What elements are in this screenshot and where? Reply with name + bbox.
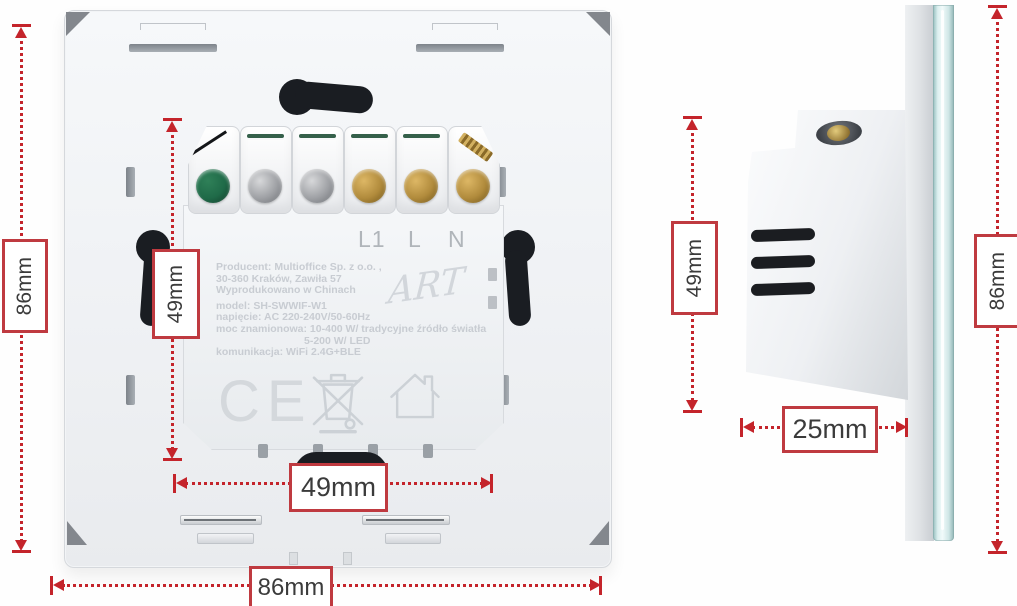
- side-view-frame: [905, 5, 934, 541]
- clip-slot: [126, 167, 135, 197]
- ce-mark: CE: [218, 369, 313, 434]
- module-bottom-notch: [258, 444, 268, 458]
- dimension-value: 49mm: [164, 264, 187, 324]
- label-line-address: 30-360 Kraków, Zawiła 57: [216, 272, 342, 285]
- terminal: [240, 126, 292, 214]
- label-line-power-led: 5-200 W/ LED: [304, 334, 371, 347]
- vent-slot: [416, 44, 504, 52]
- terminal-l1: [344, 126, 396, 214]
- dimension-value: 86mm: [13, 256, 36, 316]
- side-vent-slot: [750, 227, 816, 243]
- dimension-value: 86mm: [985, 251, 1009, 311]
- glass-highlight: [941, 10, 944, 530]
- frame-slot: [197, 533, 254, 544]
- clip-slot: [500, 375, 509, 405]
- frame-slot: [362, 515, 450, 525]
- dimension-value: 25mm: [792, 414, 868, 444]
- terminal-screw-silver: [248, 169, 282, 203]
- label-line-model: model: SH-SWWIF-W1: [216, 299, 327, 312]
- wire-slot: [403, 134, 440, 138]
- terminal-screw-silver: [300, 169, 334, 203]
- mount-tab-mark: [432, 23, 498, 30]
- terminal-screw-brass: [404, 169, 438, 203]
- house-icon: [390, 373, 440, 419]
- module-edge-notch: [488, 268, 497, 281]
- terminal-ground: [188, 126, 240, 214]
- frame-slot: [180, 515, 262, 525]
- side-vent-slot: [750, 254, 816, 270]
- module-bottom-notch: [423, 444, 433, 458]
- label-line-voltage: napięcie: AC 220-240V/50-60Hz: [216, 311, 371, 324]
- terminal-label-l1: L1: [358, 226, 386, 252]
- terminal-label-l: L: [408, 226, 422, 252]
- weee-bin-icon: [312, 373, 364, 434]
- label-line-producer: Producent: Multioffice Sp. z o.o. ,: [216, 261, 382, 273]
- module-bottom-notch: [313, 444, 323, 458]
- dimension-value: 86mm: [257, 573, 325, 601]
- wire-slot: [247, 134, 284, 138]
- terminal-screw-brass: [456, 169, 490, 203]
- frame-notch: [289, 552, 298, 565]
- module-edge-notch: [488, 296, 497, 309]
- terminal-screw-green: [196, 169, 230, 203]
- module-bottom-notch: [368, 444, 378, 458]
- terminal-l: [396, 126, 448, 214]
- frame-notch: [343, 552, 352, 565]
- dimension-value: 49mm: [300, 472, 376, 502]
- terminal-label-n: N: [448, 226, 466, 252]
- clip-slot: [497, 167, 506, 197]
- dimension-value: 49mm: [682, 238, 706, 298]
- device-label: Producent: Multioffice Sp. z o.o. , 30-3…: [216, 261, 487, 359]
- vent-slot: [129, 44, 217, 52]
- label-line-power: moc znamionowa: 10-400 W/ tradycyjne źró…: [216, 322, 487, 335]
- side-view-module-body: [746, 110, 908, 400]
- label-line-origin: Wyprodukowano w Chinach: [216, 284, 356, 297]
- wire-slot: [351, 134, 388, 138]
- wire-slot: [299, 134, 336, 138]
- terminal: [292, 126, 344, 214]
- frame-slot: [385, 533, 441, 544]
- mount-tab-mark: [140, 23, 206, 30]
- terminal-screw-brass: [352, 169, 386, 203]
- label-line-comm: komunikacja: WiFi 2.4G+BLE: [216, 346, 361, 359]
- switch-module-body: [183, 205, 504, 450]
- clip-slot: [126, 375, 135, 405]
- side-vent-slot: [750, 281, 816, 297]
